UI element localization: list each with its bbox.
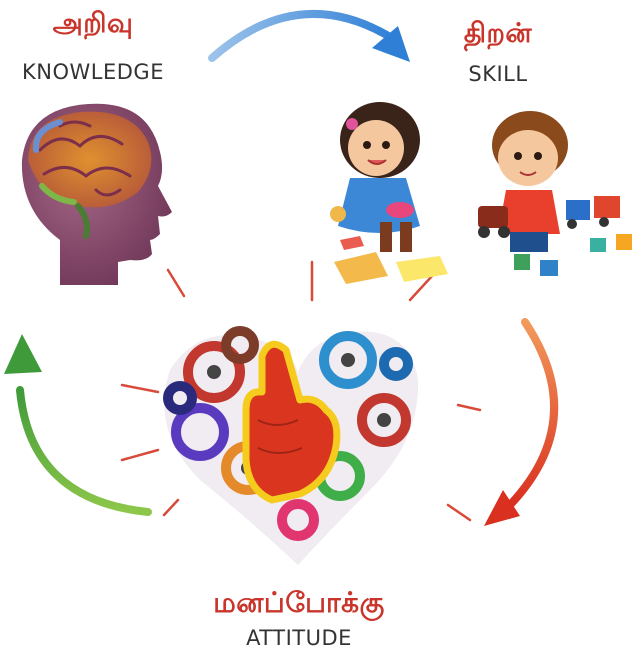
heart-rays xyxy=(120,260,482,522)
head-with-brain-illustration xyxy=(21,103,173,285)
attitude-english-label: ATTITUDE xyxy=(246,626,352,650)
skill-english-label: SKILL xyxy=(468,62,528,86)
arrow-skill-to-attitude xyxy=(484,318,559,526)
heart-of-gears-with-finger-heart-illustration xyxy=(163,326,419,565)
skill-tamil-label: திறன் xyxy=(463,18,533,49)
knowledge-tamil-label: அறிவு xyxy=(52,8,134,39)
children-crafting-and-playing-illustration xyxy=(330,102,632,284)
knowledge-english-label: KNOWLEDGE xyxy=(22,60,164,84)
attitude-tamil-label: மனப்போக்கு xyxy=(213,586,385,619)
arrow-knowledge-to-skill xyxy=(208,10,410,62)
arrow-attitude-to-knowledge xyxy=(4,334,152,516)
